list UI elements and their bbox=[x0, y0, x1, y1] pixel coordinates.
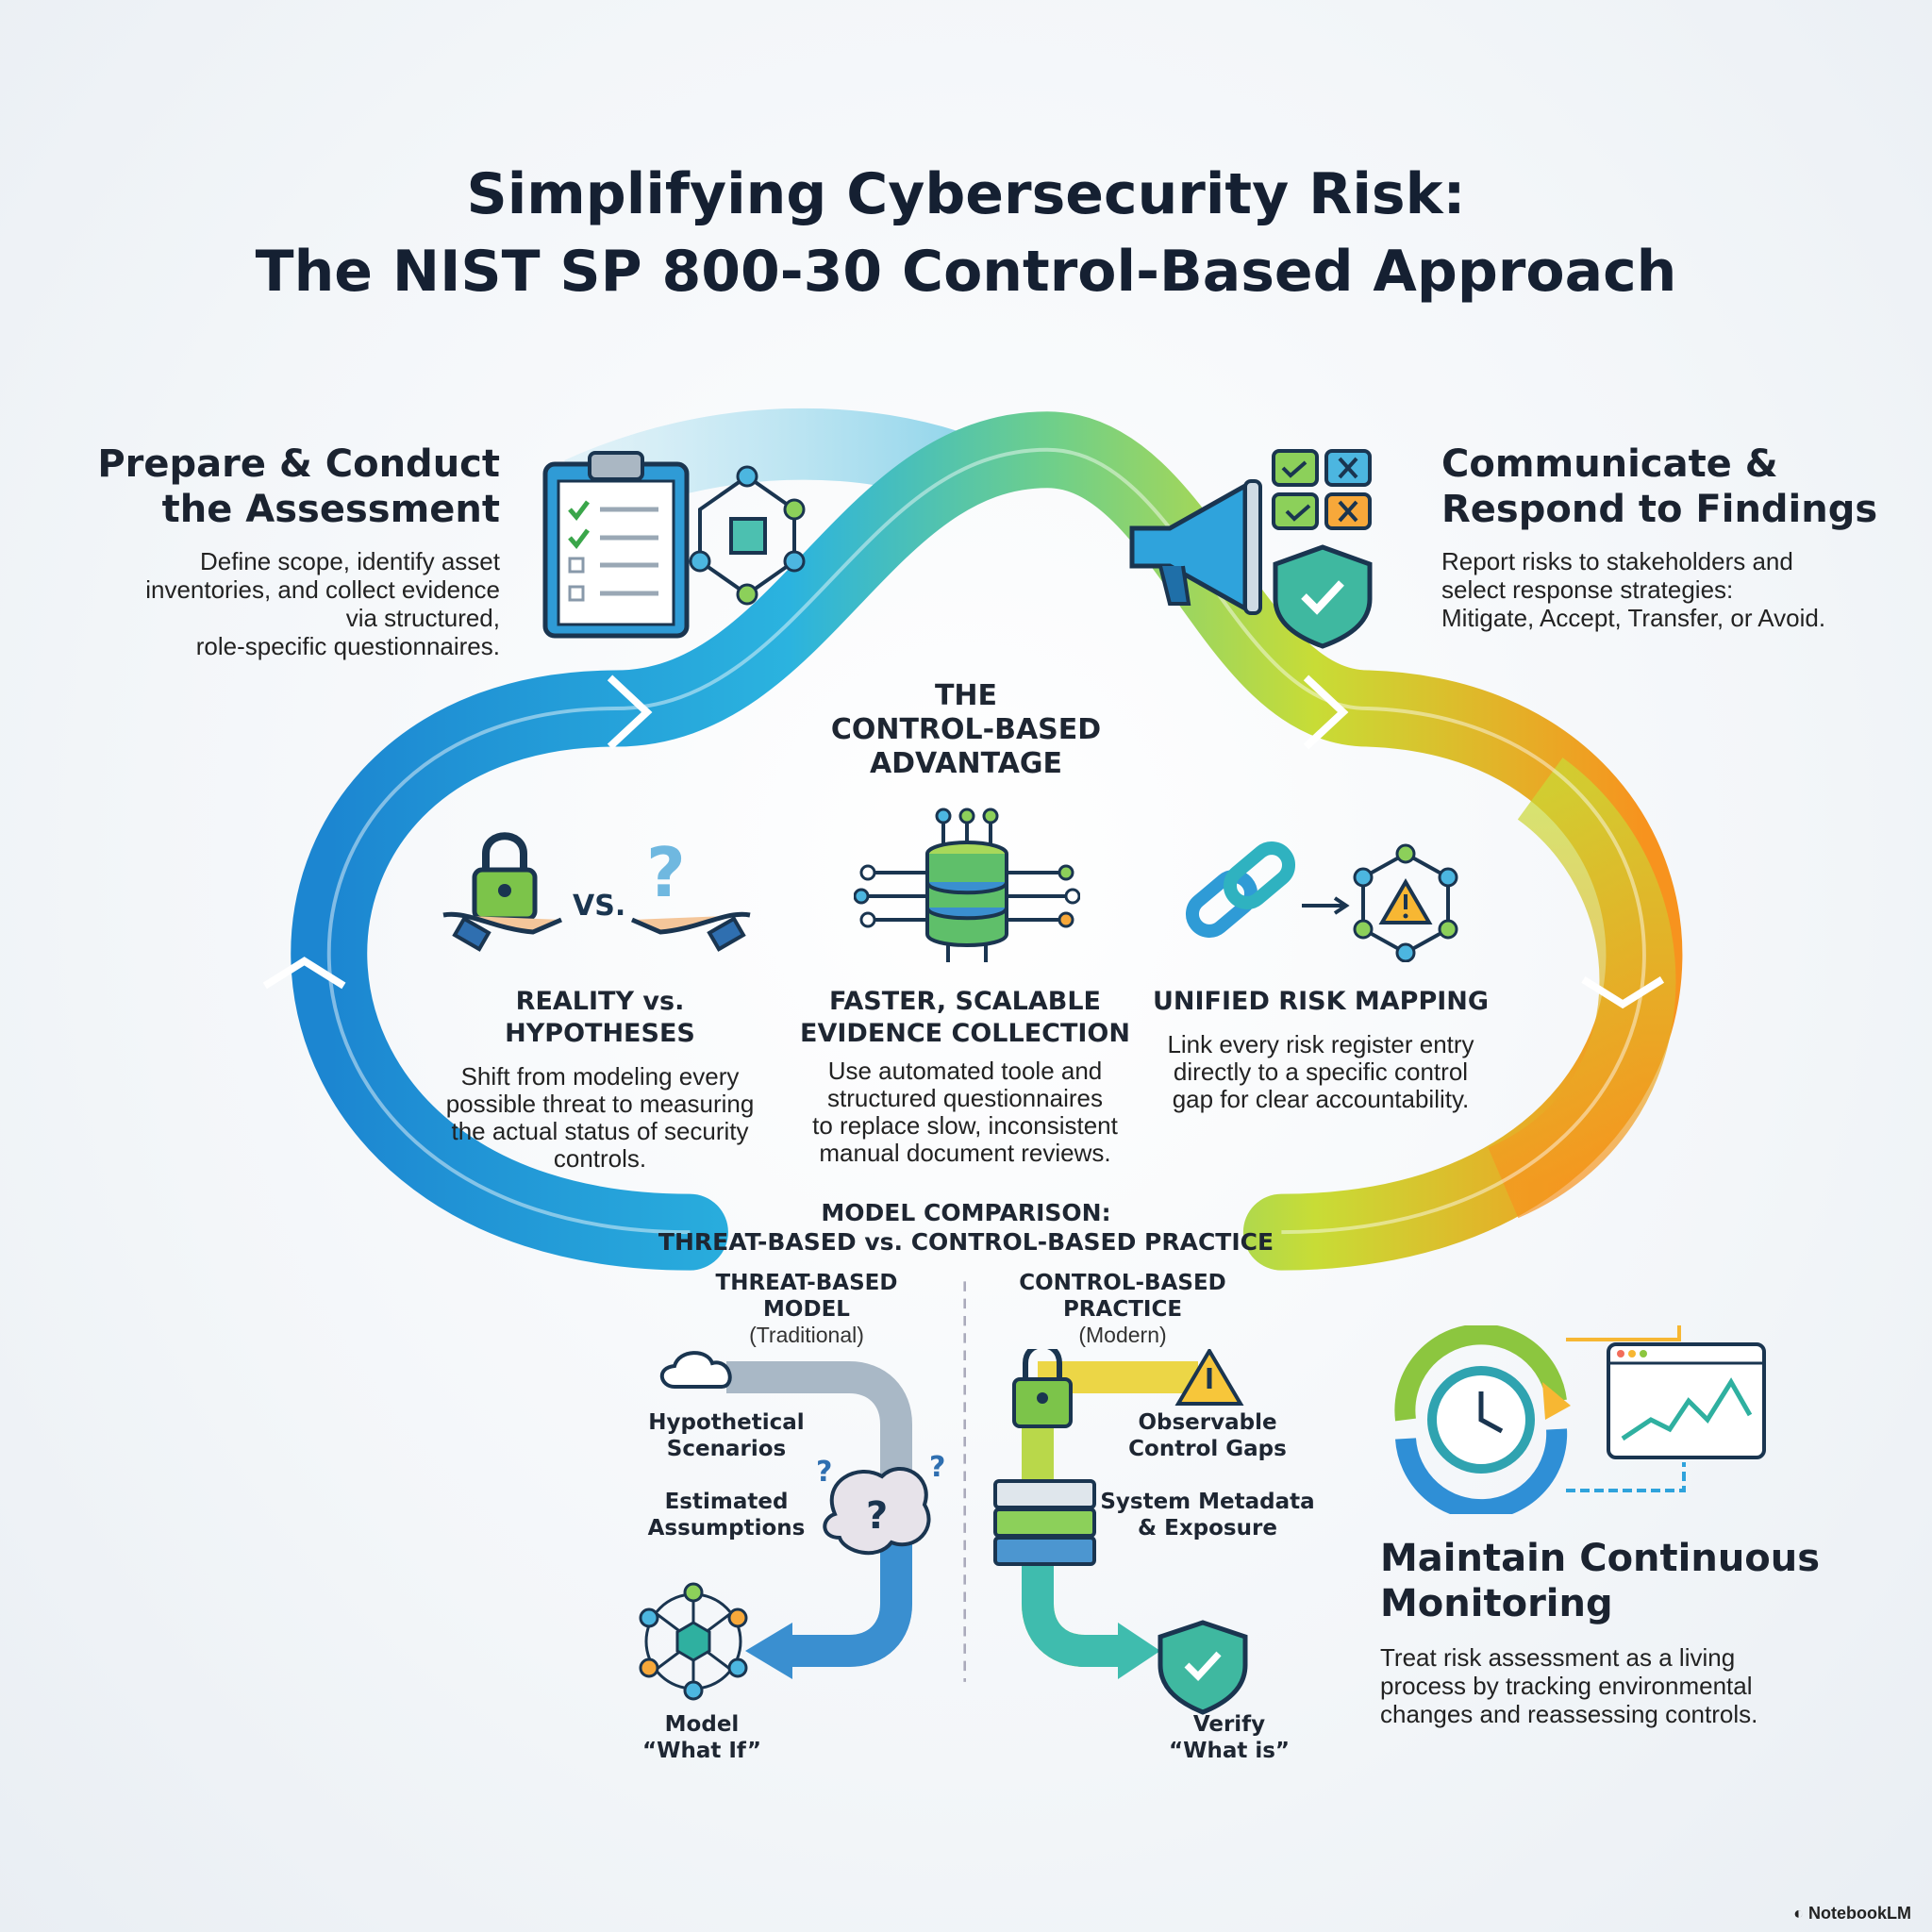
clipboard-network-icon bbox=[542, 451, 806, 639]
result-verify-what-is: Verify“What is” bbox=[1168, 1712, 1291, 1763]
notebooklm-watermark: ◐ NotebookLM bbox=[1793, 1904, 1911, 1923]
communicate-heading: Communicate &Respond to Findings bbox=[1441, 442, 1878, 531]
svg-text:?: ? bbox=[929, 1451, 945, 1484]
column-heading: REALITY vs. HYPOTHESES bbox=[505, 987, 695, 1048]
notebooklm-logo-icon: ◐ bbox=[1793, 1904, 1809, 1923]
chain-link-warning-icon bbox=[1185, 841, 1458, 962]
column-heading: UNIFIED RISK MAPPING bbox=[1152, 987, 1490, 1016]
communicate-section: Communicate &Respond to Findings Report … bbox=[1441, 441, 1877, 632]
comparison-title: MODEL COMPARISON:THREAT-BASED vs. CONTRO… bbox=[658, 1199, 1274, 1256]
svg-text:VS.: VS. bbox=[573, 890, 625, 923]
advantage-reality-vs-hypotheses: REALITY vs. HYPOTHESES Shift from modeli… bbox=[421, 986, 779, 1173]
title-line: The NIST SP 800-30 Control-Based Approac… bbox=[255, 239, 1677, 305]
svg-text:?: ? bbox=[866, 1494, 888, 1538]
database-network-icon bbox=[854, 808, 1080, 962]
clock-cycle-dashboard-icon bbox=[1394, 1325, 1766, 1514]
comparison-flow-icons: ? ? ? bbox=[639, 1349, 1248, 1715]
lock-vs-question-icon: VS. ? bbox=[442, 832, 751, 952]
svg-text:?: ? bbox=[646, 833, 686, 912]
advantage-unified-risk-mapping: UNIFIED RISK MAPPING Link every risk reg… bbox=[1141, 986, 1500, 1113]
megaphone-shield-icon bbox=[1129, 449, 1373, 649]
page-title: Simplifying Cybersecurity Risk: The NIST… bbox=[0, 156, 1932, 310]
svg-text:?: ? bbox=[816, 1456, 832, 1489]
step-system-metadata: System Metadata& Exposure bbox=[1100, 1490, 1315, 1541]
result-model-what-if: Model“What If” bbox=[641, 1712, 762, 1763]
title-line: Simplifying Cybersecurity Risk: bbox=[466, 161, 1466, 227]
